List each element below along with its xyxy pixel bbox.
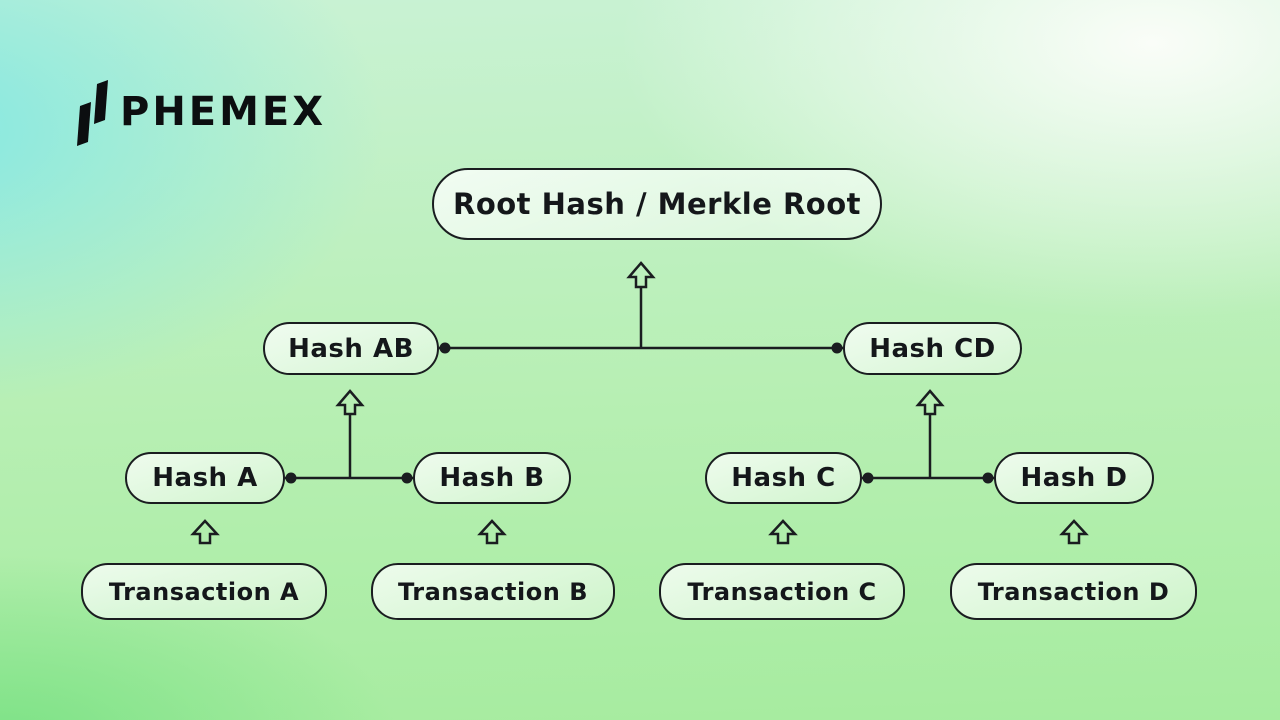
node-hash-b-label: Hash B [439, 463, 545, 493]
phemex-logo-text: PHEMEX [120, 89, 327, 135]
node-hash-a-label: Hash A [152, 463, 258, 493]
node-transaction-a-label: Transaction A [108, 577, 300, 606]
up-arrow-icon-tx-b [477, 519, 507, 545]
node-root-hash-label: Root Hash / Merkle Root [452, 187, 862, 221]
node-root-hash: Root Hash / Merkle Root [432, 168, 882, 240]
dot-hash-c [862, 472, 874, 484]
node-transaction-b: Transaction B [371, 563, 615, 620]
node-hash-b: Hash B [413, 452, 571, 504]
node-transaction-a: Transaction A [81, 563, 327, 620]
dot-hash-a [285, 472, 297, 484]
node-hash-d-label: Hash D [1020, 463, 1128, 493]
up-arrow-icon-tx-d [1059, 519, 1089, 545]
up-arrow-icon-hash-ab [335, 389, 365, 416]
node-hash-ab: Hash AB [263, 322, 439, 375]
node-transaction-c: Transaction C [659, 563, 905, 620]
phemex-logo: PHEMEX [76, 78, 326, 146]
up-arrow-icon-root [626, 261, 656, 289]
node-transaction-c-label: Transaction C [687, 577, 877, 606]
node-hash-c: Hash C [705, 452, 862, 504]
node-transaction-d: Transaction D [950, 563, 1197, 620]
phemex-logo-icon [77, 80, 108, 146]
node-hash-ab-label: Hash AB [288, 333, 414, 364]
dot-hash-ab [439, 342, 451, 354]
dot-hash-cd [831, 342, 843, 354]
node-hash-a: Hash A [125, 452, 285, 504]
up-arrow-icon-hash-cd [915, 389, 945, 416]
dot-hash-d [982, 472, 994, 484]
dot-hash-b [401, 472, 413, 484]
up-arrow-icon-tx-c [768, 519, 798, 545]
node-transaction-b-label: Transaction B [398, 577, 588, 606]
up-arrow-icon-tx-a [190, 519, 220, 545]
node-hash-c-label: Hash C [731, 463, 836, 493]
node-hash-cd-label: Hash CD [869, 333, 996, 364]
node-hash-cd: Hash CD [843, 322, 1022, 375]
node-hash-d: Hash D [994, 452, 1154, 504]
node-transaction-d-label: Transaction D [977, 577, 1170, 606]
